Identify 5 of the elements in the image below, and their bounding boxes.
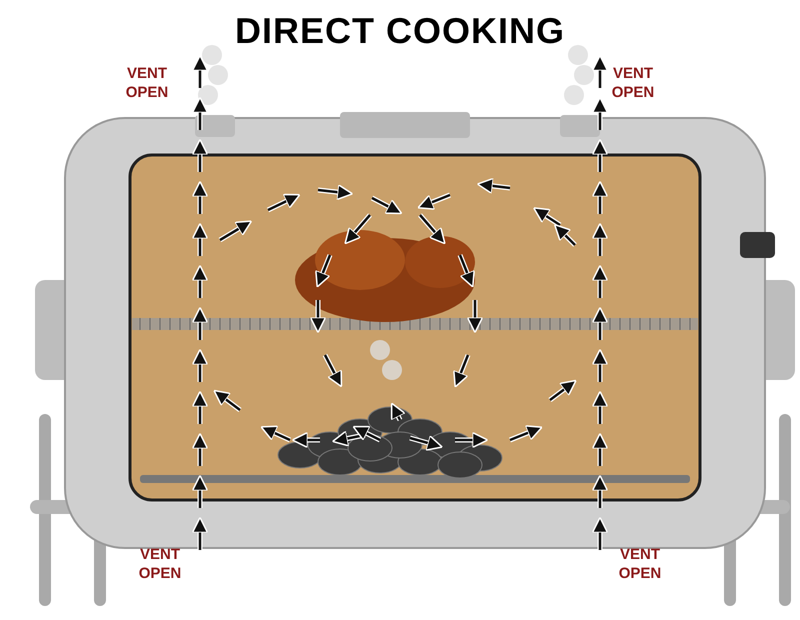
- vent-label: VENT OPEN: [618, 545, 662, 583]
- vent-label: VENT OPEN: [138, 545, 182, 583]
- title: DIRECT COOKING: [234, 10, 566, 52]
- vent-label: VENT OPEN: [124, 64, 170, 102]
- vent-label: VENT OPEN: [610, 64, 656, 102]
